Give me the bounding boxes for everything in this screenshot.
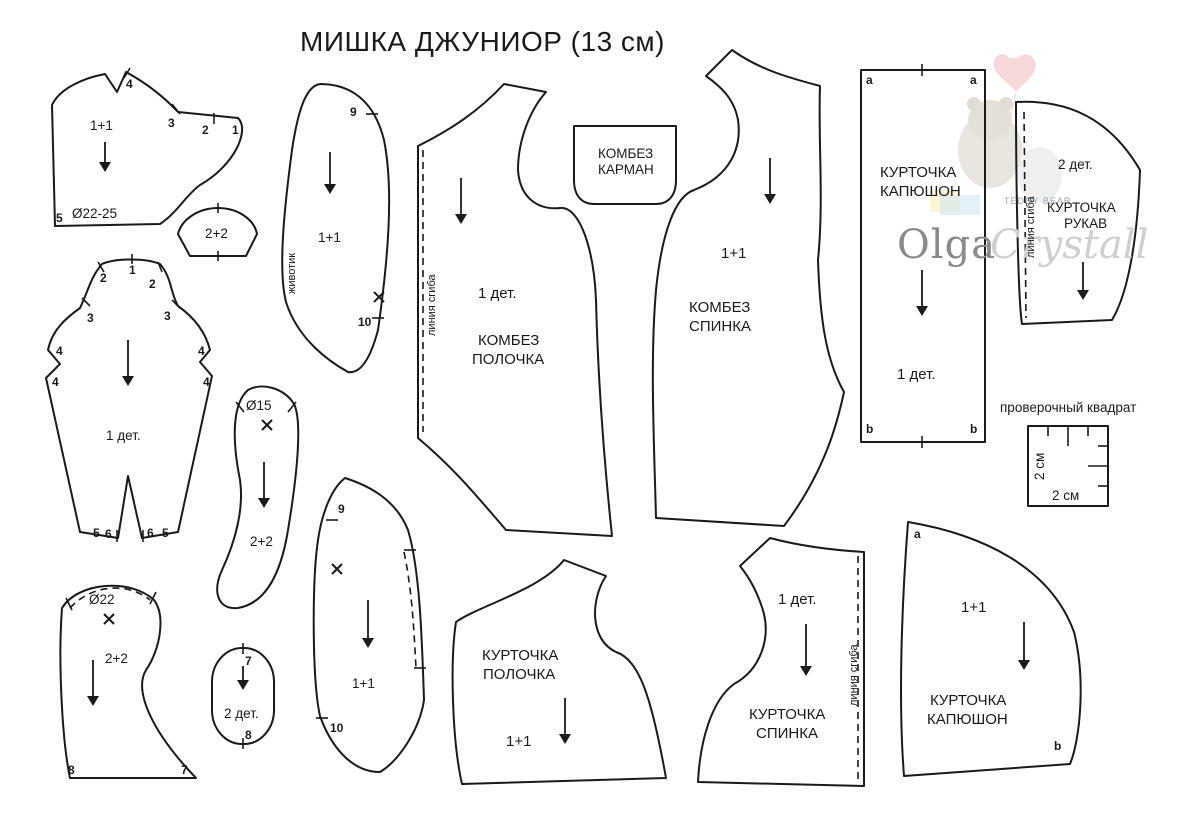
jacket-back-name-1: КУРТОЧКА <box>749 706 826 723</box>
head-side-count: 1+1 <box>90 118 113 133</box>
hood-side-b: b <box>1054 739 1062 753</box>
overall-front-name-2: ПОЛОЧКА <box>472 351 545 368</box>
body-mark-4-c: 4 <box>52 375 59 389</box>
belly-side-label: животик <box>286 252 298 294</box>
body-mark-6-left: 6 <box>105 527 112 541</box>
jacket-front-piece <box>451 559 667 785</box>
hood-strip-a-left: a <box>866 73 873 87</box>
overall-front-name-1: КОМБЕЗ <box>478 332 540 349</box>
body-mark-5-left: 5 <box>93 526 100 540</box>
overall-back-piece <box>651 49 845 527</box>
leg-count: 2+2 <box>105 651 128 666</box>
overall-front-count: 1 дет. <box>478 285 517 302</box>
jacket-back-fold-label: линия сгиба <box>848 644 860 706</box>
head-mark-2: 2 <box>202 123 209 137</box>
arm-diameter: Ø15 <box>246 398 272 413</box>
belly-mark-9: 9 <box>350 105 357 119</box>
leg-diameter: Ø22 <box>89 592 115 607</box>
jacket-back-name-2: СПИНКА <box>756 725 818 742</box>
belly-piece <box>281 83 391 374</box>
paw-inner-piece <box>312 477 426 773</box>
overall-back-name-1: КОМБЕЗ <box>689 299 751 316</box>
paw-inner-mark-10: 10 <box>330 721 344 735</box>
head-mark-1: 1 <box>232 123 239 137</box>
body-mark-3-left: 3 <box>87 311 94 325</box>
head-mark-4: 4 <box>126 77 133 91</box>
watermark-bear-illustration <box>930 54 1062 215</box>
head-side-piece <box>51 67 244 227</box>
arm-piece <box>216 385 300 610</box>
sleeve-name-1: КУРТОЧКА <box>1047 200 1116 215</box>
page-title: МИШКА ДЖУНИОР (13 см) <box>300 26 665 57</box>
leg-mark-7: 7 <box>181 763 188 777</box>
sleeve-count: 2 дет. <box>1058 157 1093 172</box>
arm-count: 2+2 <box>250 534 273 549</box>
hood-strip-name-2: КАПЮШОН <box>880 183 961 200</box>
body-mark-6-right: 6 <box>147 526 154 540</box>
leg-mark-8: 8 <box>68 763 75 777</box>
check-square-height: 2 см <box>1032 452 1047 480</box>
watermark-teddy-text: TEDDY BEAR <box>1004 196 1072 206</box>
jacket-back-count: 1 дет. <box>778 591 817 608</box>
paw-inner-mark-9: 9 <box>338 502 345 516</box>
body-mark-2-right: 2 <box>149 277 156 291</box>
overall-front-fold-label: линия сгиба <box>426 274 438 336</box>
sleeve-piece <box>1015 100 1141 325</box>
sleeve-fold-label: линия сгиба <box>1025 196 1037 258</box>
check-square-width: 2 см <box>1052 488 1080 503</box>
sole-mark-8: 8 <box>245 728 252 742</box>
sole-count: 2 дет. <box>224 706 259 721</box>
body-mark-4-a: 4 <box>56 344 63 358</box>
hood-side-name-1: КУРТОЧКА <box>930 692 1007 709</box>
body-mark-2-left: 2 <box>100 271 107 285</box>
nose-piece <box>177 203 258 261</box>
check-square <box>1027 425 1109 507</box>
body-mark-3-right: 3 <box>164 309 171 323</box>
hood-side-count: 1+1 <box>961 599 987 616</box>
watermark-crystall-text: Crystall <box>990 222 1149 268</box>
body-piece <box>45 254 213 542</box>
head-side-diameter: Ø22-25 <box>72 206 118 221</box>
head-mark-5: 5 <box>56 211 63 225</box>
hood-strip-a-right: a <box>970 73 977 87</box>
jacket-front-name-1: КУРТОЧКА <box>482 647 559 664</box>
hood-strip-piece <box>860 64 986 448</box>
sleeve-name-2: РУКАВ <box>1064 216 1108 231</box>
body-count: 1 дет. <box>106 428 141 443</box>
nose-count: 2+2 <box>205 226 228 241</box>
overall-back-count: 1+1 <box>721 245 747 262</box>
overall-front-piece <box>417 83 613 537</box>
hood-strip-count: 1 дет. <box>897 366 936 383</box>
check-square-caption: проверочный квадрат <box>1000 400 1137 415</box>
watermark-olga-text: Olga <box>897 222 997 268</box>
jacket-front-name-2: ПОЛОЧКА <box>483 666 556 683</box>
hood-strip-b-left: b <box>866 422 874 436</box>
sole-mark-7: 7 <box>245 654 252 668</box>
body-mark-1: 1 <box>129 263 136 277</box>
paw-inner-count: 1+1 <box>352 676 375 691</box>
sole-piece <box>211 643 275 749</box>
belly-mark-10: 10 <box>358 315 372 329</box>
pocket-name-2: КАРМАН <box>598 162 654 177</box>
belly-count: 1+1 <box>318 230 341 245</box>
hood-strip-name-1: КУРТОЧКА <box>880 164 957 181</box>
hood-strip-b-right: b <box>970 422 978 436</box>
pocket-name-1: КОМБЕЗ <box>598 146 654 161</box>
hood-side-a: a <box>914 527 921 541</box>
leg-piece <box>59 584 197 779</box>
overall-back-name-2: СПИНКА <box>689 318 751 335</box>
overall-pocket-piece <box>573 125 677 205</box>
jacket-back-piece <box>697 537 865 787</box>
hood-side-piece <box>900 521 1082 777</box>
body-mark-4-d: 4 <box>203 375 210 389</box>
head-mark-3: 3 <box>168 116 175 130</box>
body-mark-5-right: 5 <box>162 526 169 540</box>
body-mark-4-b: 4 <box>198 344 205 358</box>
hood-side-name-2: КАПЮШОН <box>927 711 1008 728</box>
jacket-front-count: 1+1 <box>506 733 532 750</box>
